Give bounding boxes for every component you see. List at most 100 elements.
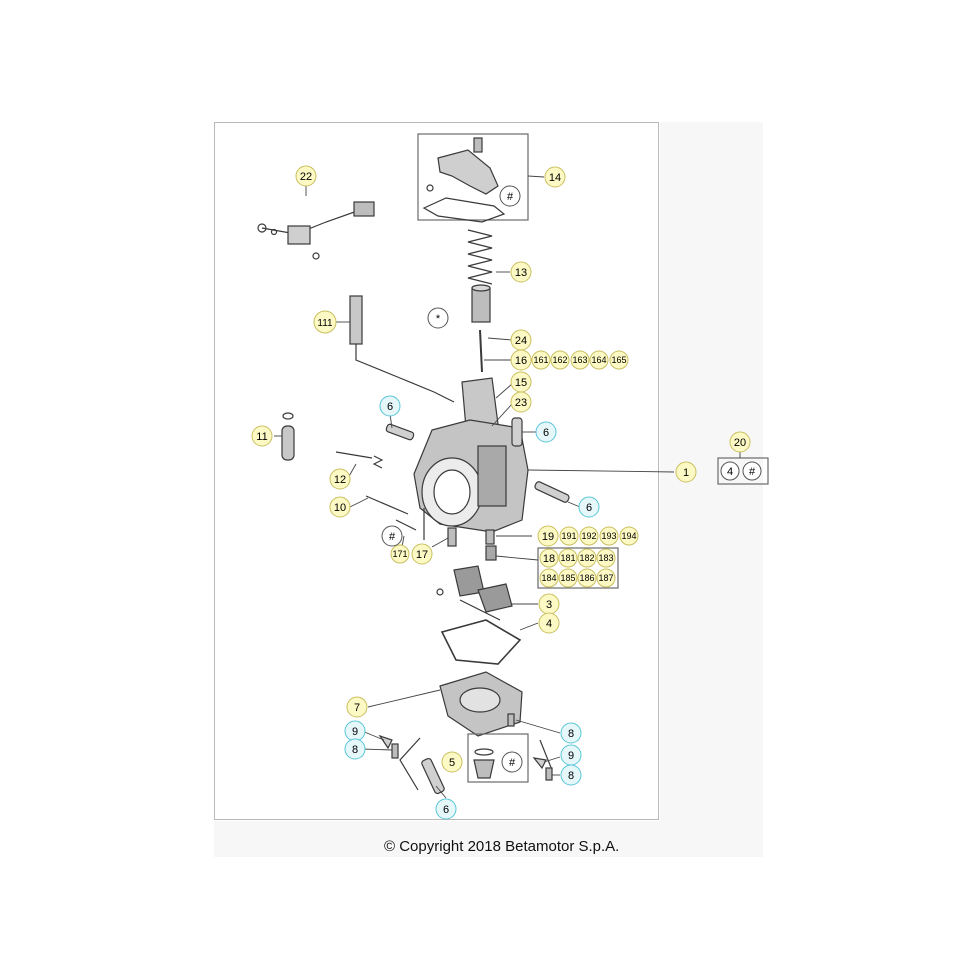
callout-13: 13	[510, 261, 532, 283]
callout-171: 171	[390, 544, 410, 564]
bowl-screw-parts	[378, 713, 553, 781]
svg-text:163: 163	[572, 355, 587, 365]
svg-text:192: 192	[581, 531, 596, 541]
carburetor-body-part	[413, 419, 529, 533]
callout-hash-screws: #	[381, 525, 403, 547]
drain-plug-part	[473, 748, 495, 779]
svg-text:20: 20	[734, 437, 746, 449]
starter-plunger-part	[349, 295, 455, 403]
callout-6-a: 6	[379, 395, 401, 417]
drain-plug-box	[467, 733, 529, 783]
callout-9-b: 9	[560, 744, 582, 766]
diagram-frame	[214, 122, 659, 820]
svg-text:187: 187	[598, 573, 613, 583]
bottom-margin-strip	[214, 821, 763, 857]
svg-text:8: 8	[568, 770, 574, 782]
callout-162: 162	[550, 350, 570, 370]
svg-text:4: 4	[546, 618, 552, 630]
svg-text:22: 22	[300, 171, 312, 183]
callouts: 14 22 13 111 24 1 6 161 162 163 164 165 1…	[251, 165, 762, 820]
svg-text:24: 24	[515, 335, 527, 347]
float-bowl-gasket-part	[440, 619, 522, 665]
callout-182: 182	[577, 548, 597, 568]
callout-185: 185	[558, 568, 578, 588]
callout-23: 23	[510, 391, 532, 413]
callout-181: 181	[558, 548, 578, 568]
throttle-cable-part	[257, 201, 375, 260]
callout-164: 164	[589, 350, 609, 370]
cap-part	[281, 412, 295, 461]
callout-kit-hash: #	[742, 461, 762, 481]
float-part	[436, 565, 513, 621]
slide-spring-part	[467, 229, 493, 285]
callout-191: 191	[559, 526, 579, 546]
callout-8-c: 8	[560, 764, 582, 786]
svg-text:111: 111	[317, 318, 333, 329]
svg-text:10: 10	[334, 502, 346, 514]
svg-text:161: 161	[533, 355, 548, 365]
svg-text:164: 164	[591, 355, 606, 365]
svg-text:5: 5	[449, 757, 455, 769]
callout-kit-4: 4	[720, 461, 740, 481]
leader-lines	[274, 175, 741, 799]
svg-text:3: 3	[546, 599, 552, 611]
callout-22: 22	[295, 165, 317, 187]
svg-text:13: 13	[515, 267, 527, 279]
svg-text:18: 18	[543, 553, 555, 565]
svg-text:8: 8	[352, 744, 358, 756]
jet-kit-table	[537, 547, 619, 589]
svg-text:7: 7	[354, 702, 360, 714]
callout-20: 20	[729, 431, 751, 453]
svg-text:194: 194	[621, 531, 636, 541]
svg-text:171: 171	[392, 549, 407, 559]
callout-184: 184	[539, 568, 559, 588]
callout-11: 11	[251, 425, 273, 447]
callout-111: 111	[313, 310, 337, 334]
callout-24: 24	[510, 329, 532, 351]
svg-text:12: 12	[334, 474, 346, 486]
svg-text:6: 6	[443, 804, 449, 816]
callout-hash-top: #	[499, 185, 521, 207]
callout-4: 4	[538, 612, 560, 634]
svg-text:185: 185	[560, 573, 575, 583]
callout-194: 194	[619, 526, 639, 546]
callout-star: *	[427, 307, 449, 329]
svg-text:*: *	[436, 313, 441, 325]
svg-text:183: 183	[598, 553, 613, 563]
top-cover-part	[422, 137, 506, 223]
copyright-notice: © Copyright 2018 Betamotor S.p.A.	[384, 838, 620, 855]
callout-15: 15	[510, 371, 532, 393]
svg-text:14: 14	[549, 172, 561, 184]
callout-1: 1	[675, 461, 697, 483]
svg-text:11: 11	[256, 431, 267, 443]
svg-text:162: 162	[552, 355, 567, 365]
part-drawings	[257, 133, 769, 795]
callout-161: 161	[531, 350, 551, 370]
callout-187: 187	[596, 568, 616, 588]
callout-3: 3	[538, 593, 560, 615]
callout-8-b: 8	[560, 722, 582, 744]
callout-18: 18	[539, 548, 559, 568]
callout-19: 19	[537, 525, 559, 547]
callout-6-b: 6	[535, 421, 557, 443]
svg-text:#: #	[509, 757, 516, 769]
callout-hash-drain: #	[501, 751, 523, 773]
svg-text:#: #	[507, 191, 514, 203]
callout-193: 193	[599, 526, 619, 546]
svg-text:6: 6	[543, 427, 549, 439]
callout-183: 183	[596, 548, 616, 568]
callout-7: 7	[346, 696, 368, 718]
callout-186: 186	[577, 568, 597, 588]
jet-parts	[447, 527, 497, 561]
svg-text:9: 9	[568, 750, 574, 762]
jet-needle-part	[479, 329, 483, 373]
svg-text:4: 4	[727, 466, 733, 478]
callout-10: 10	[329, 496, 351, 518]
pin-parts	[385, 417, 570, 795]
svg-text:193: 193	[601, 531, 616, 541]
svg-text:165: 165	[611, 355, 626, 365]
svg-text:1: 1	[683, 467, 689, 479]
svg-text:182: 182	[579, 553, 594, 563]
svg-text:19: 19	[542, 531, 554, 543]
